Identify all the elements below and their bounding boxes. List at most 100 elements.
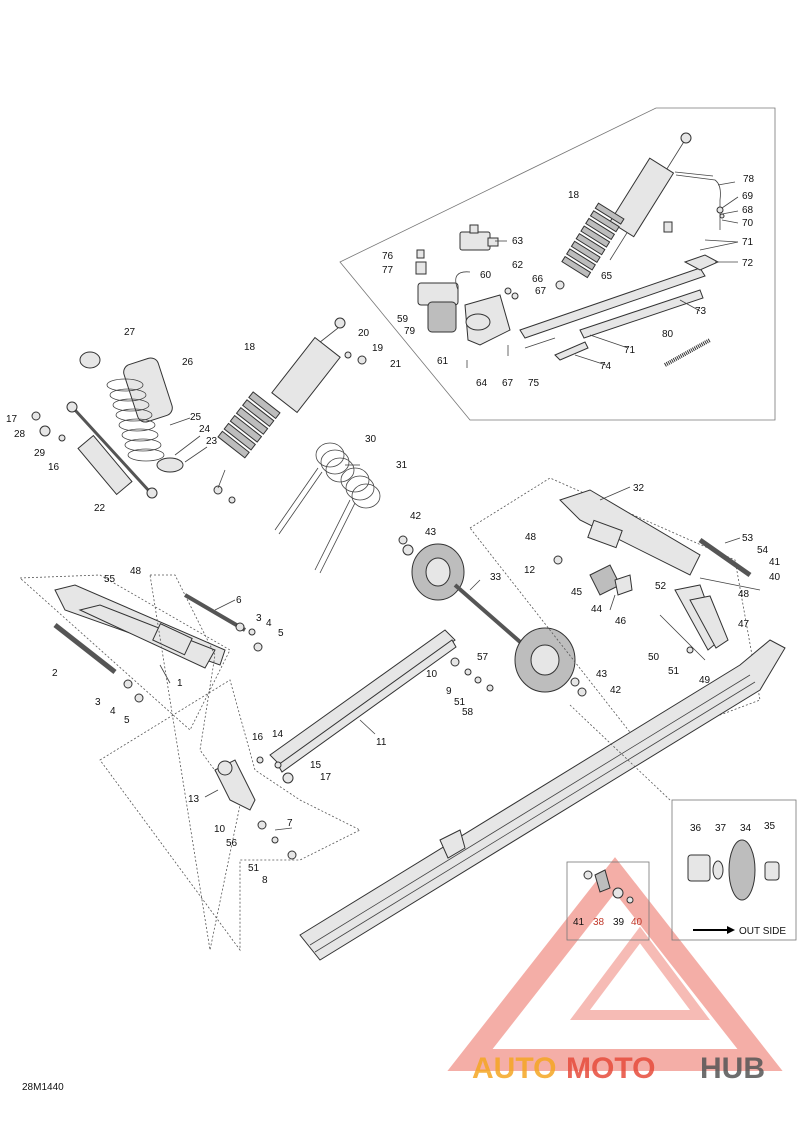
hose-78 — [675, 174, 721, 230]
callout-15: 15 — [310, 760, 322, 771]
callout-52: 52 — [655, 581, 667, 592]
callout-77: 77 — [382, 265, 394, 276]
callout-71a: 71 — [742, 237, 754, 248]
callout-35: 35 — [764, 821, 776, 832]
callout-24: 24 — [199, 424, 211, 435]
detail-box-small — [566, 861, 650, 941]
callout-19: 19 — [372, 343, 384, 354]
wheel-33-front — [411, 543, 465, 601]
torsion-spring-30 — [274, 442, 355, 535]
bracket-47 — [674, 584, 729, 651]
callout-2: 2 — [52, 668, 58, 679]
callout-16b: 16 — [252, 732, 264, 743]
threaded-rod-80 — [664, 338, 711, 367]
callout-75: 75 — [528, 378, 540, 389]
spring-27-cap — [79, 351, 101, 369]
shock-22 — [66, 401, 158, 499]
callout-21: 21 — [390, 359, 402, 370]
callout-37: 37 — [715, 823, 727, 834]
callout-55: 55 — [104, 574, 116, 585]
wheel-33-rear — [514, 627, 576, 693]
callout-50: 50 — [648, 652, 660, 663]
callout-10a: 10 — [426, 669, 438, 680]
callout-32: 32 — [633, 483, 645, 494]
callout-58: 58 — [462, 707, 474, 718]
watermark-text: AUTO MOTO HUB — [472, 1052, 765, 1085]
callout-73: 73 — [695, 306, 707, 317]
callout-78: 78 — [743, 174, 755, 185]
kit-outline — [339, 107, 776, 421]
callout-26: 26 — [182, 357, 194, 368]
callout-27: 27 — [124, 327, 136, 338]
watermark-part-a: AUTO — [472, 1052, 556, 1085]
callout-70: 70 — [742, 218, 754, 229]
callout-57: 57 — [477, 652, 489, 663]
callout-42a: 42 — [410, 511, 422, 522]
callout-8: 8 — [262, 875, 268, 886]
callout-60: 60 — [480, 270, 492, 281]
callout-53: 53 — [742, 533, 754, 544]
callout-14: 14 — [272, 729, 284, 740]
callout-3a: 3 — [256, 613, 262, 624]
callout-9: 9 — [446, 686, 452, 697]
arm-13 — [214, 759, 256, 811]
callout-79: 79 — [404, 326, 416, 337]
callout-36: 36 — [690, 823, 702, 834]
callout-41a: 41 — [769, 557, 781, 568]
leader-lines — [159, 181, 761, 831]
drawing-code: 28M1440 — [22, 1082, 64, 1093]
callout-49: 49 — [699, 675, 711, 686]
callout-1: 1 — [177, 678, 183, 689]
callout-38: 38 — [593, 917, 605, 928]
connector-77 — [415, 261, 427, 275]
callout-65: 65 — [601, 271, 613, 282]
callout-39: 39 — [613, 917, 625, 928]
callout-5a: 5 — [278, 628, 284, 639]
callout-54: 54 — [757, 545, 769, 556]
callout-69: 69 — [742, 191, 754, 202]
callout-44: 44 — [591, 604, 603, 615]
callout-51c: 51 — [248, 863, 260, 874]
callout-61: 61 — [437, 356, 449, 367]
callout-10b: 10 — [214, 824, 226, 835]
callout-56: 56 — [226, 838, 238, 849]
torsion-spring-31 — [314, 467, 381, 574]
callout-51a: 51 — [668, 666, 680, 677]
plug-76 — [416, 249, 425, 259]
callout-11: 11 — [376, 737, 387, 748]
callout-48b: 48 — [738, 589, 750, 600]
callout-48c: 48 — [130, 566, 142, 577]
rear-arm-32 — [559, 489, 701, 576]
detail-box-wheel — [671, 799, 797, 941]
callout-43a: 43 — [425, 527, 437, 538]
collar-24 — [156, 457, 184, 473]
callout-7: 7 — [287, 818, 293, 829]
callout-68: 68 — [742, 205, 754, 216]
callout-72: 72 — [742, 258, 754, 269]
callout-18a: 18 — [568, 190, 580, 201]
callout-17b: 17 — [320, 772, 332, 783]
callout-80: 80 — [662, 329, 674, 340]
callout-64: 64 — [476, 378, 488, 389]
rod-6 — [183, 593, 247, 632]
plate-74 — [554, 341, 589, 361]
callout-18b: 18 — [244, 342, 256, 353]
shock-absorber-upper — [555, 132, 692, 290]
callout-5b: 5 — [124, 715, 130, 726]
callout-6: 6 — [236, 595, 242, 606]
callout-29: 29 — [34, 448, 46, 459]
callout-62: 62 — [512, 260, 524, 271]
callout-71b: 71 — [624, 345, 636, 356]
callout-23: 23 — [206, 436, 218, 447]
fitting-70 — [663, 221, 673, 233]
callout-74: 74 — [600, 361, 612, 372]
callout-31: 31 — [396, 460, 408, 471]
callout-48a: 48 — [525, 532, 537, 543]
callout-43b: 43 — [596, 669, 608, 680]
callout-40b: 40 — [631, 917, 643, 928]
callout-30: 30 — [365, 434, 377, 445]
callout-46: 46 — [615, 616, 627, 627]
callout-22: 22 — [94, 503, 106, 514]
watermark-part-c: HUB — [700, 1052, 765, 1085]
